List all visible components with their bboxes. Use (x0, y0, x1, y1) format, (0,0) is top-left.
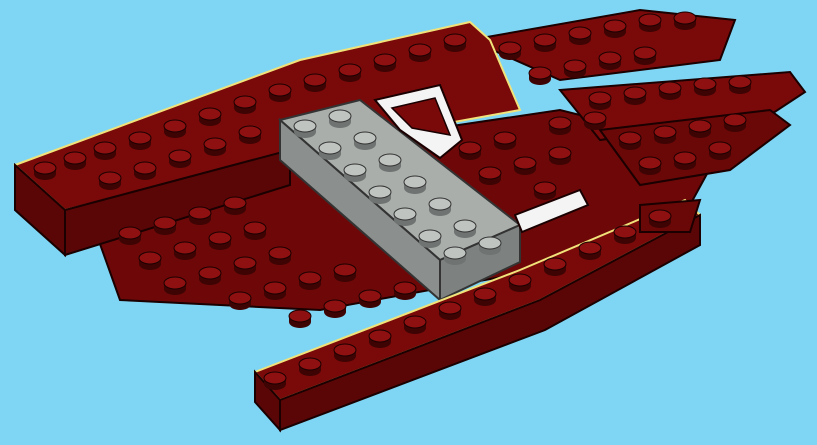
lego-boat-hull-illustration (0, 0, 817, 445)
